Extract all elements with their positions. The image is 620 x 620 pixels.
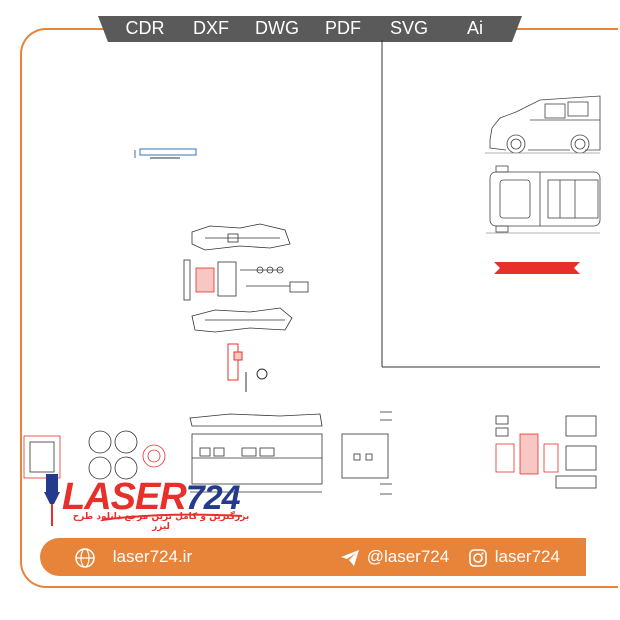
footer-instagram[interactable]: laser724 — [468, 538, 560, 576]
telegram-icon — [341, 549, 359, 566]
logo-number: 724 — [185, 479, 241, 517]
car-top-view-icon — [486, 165, 601, 234]
telegram-text: @laser724 — [366, 547, 450, 566]
format-ai: Ai — [466, 18, 483, 38]
chassis-piece-middle — [183, 259, 309, 301]
chassis-piece-upper — [191, 223, 291, 251]
red-ribbon-part — [494, 262, 580, 274]
format-bar — [88, 14, 532, 42]
format-list: CDR DXF DWG PDF SVG Ai — [112, 16, 508, 40]
format-cdr: CDR — [125, 18, 165, 38]
instagram-text: laser724 — [494, 547, 560, 566]
sheet-border — [381, 40, 600, 368]
frame-piece-bottom — [189, 413, 323, 493]
laser-head-icon — [44, 474, 243, 526]
instagram-icon — [469, 548, 487, 567]
format-pdf: PDF — [325, 18, 361, 38]
box-piece — [341, 411, 392, 495]
format-bar-shape — [98, 16, 522, 42]
logo-tagline: بزرگترین و کامل ترین مرجع دانلود طرح لیز… — [72, 512, 250, 532]
logo-brand: LASER — [62, 476, 187, 518]
car-side-view-icon — [485, 95, 601, 154]
small-part — [134, 148, 197, 159]
logo-wordmark: LASER724 — [62, 476, 241, 519]
format-svg: SVG — [389, 18, 428, 38]
format-dwg: DWG — [255, 18, 299, 38]
left-edge-parts — [23, 430, 166, 480]
globe-icon — [75, 547, 95, 568]
small-red-piece — [227, 343, 268, 392]
footer-telegram[interactable]: @laser724 — [340, 538, 449, 576]
footer-website[interactable]: laser724.ir — [74, 538, 192, 576]
format-dxf: DXF — [193, 18, 229, 38]
chassis-piece-lower — [191, 307, 293, 333]
right-parts-group — [495, 415, 597, 489]
footer-bar: laser724.ir @laser724 laser724 — [40, 538, 586, 576]
website-text: laser724.ir — [112, 547, 193, 566]
